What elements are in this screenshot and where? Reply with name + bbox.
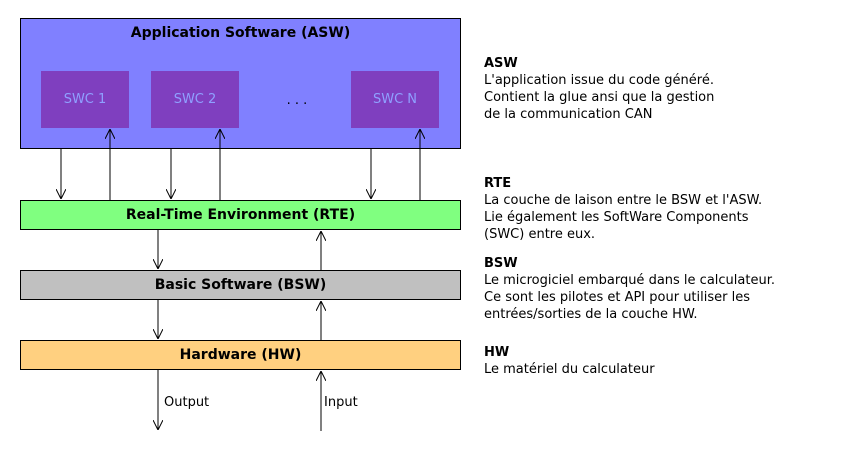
asw-description-line: de la communication CAN <box>484 107 653 122</box>
swc-ellipsis: . . . <box>286 93 308 108</box>
asw-layer-label: Application Software (ASW) <box>130 25 351 41</box>
swc-n-box: SWC N <box>351 71 439 128</box>
bsw-description-line: entrées/sorties de la couche HW. <box>484 307 698 322</box>
bsw-layer-label: Basic Software (BSW) <box>154 277 327 293</box>
bsw-layer: Basic Software (BSW) <box>20 270 461 300</box>
hw-description-title: HW <box>484 345 510 360</box>
bsw-description-title: BSW <box>484 256 518 271</box>
asw-description-line: L'application issue du code généré. <box>484 73 714 88</box>
output-label: Output <box>164 395 210 410</box>
input-label: Input <box>324 395 358 410</box>
rte-layer-label: Real-Time Environment (RTE) <box>125 207 356 223</box>
rte-description: RTE La couche de laison entre le BSW et … <box>484 175 762 243</box>
rte-description-title: RTE <box>484 176 512 191</box>
rte-description-line: La couche de laison entre le BSW et l'AS… <box>484 193 763 208</box>
swc-2-box: SWC 2 <box>151 71 239 128</box>
hw-layer: Hardware (HW) <box>20 340 461 370</box>
hw-description: HW Le matériel du calculateur <box>484 344 655 378</box>
swc-1-box: SWC 1 <box>41 71 129 128</box>
bsw-description-line: Ce sont les pilotes et API pour utiliser… <box>484 290 750 305</box>
rte-layer: Real-Time Environment (RTE) <box>20 200 461 230</box>
asw-description: ASW L'application issue du code généré. … <box>484 55 714 123</box>
bsw-description-line: Le microgiciel embarqué dans le calculat… <box>484 273 775 288</box>
hw-layer-label: Hardware (HW) <box>179 347 302 363</box>
asw-description-title: ASW <box>484 56 518 71</box>
bsw-description: BSW Le microgiciel embarqué dans le calc… <box>484 255 775 323</box>
asw-description-line: Contient la glue ansi que la gestion <box>484 90 715 105</box>
hw-description-line: Le matériel du calculateur <box>484 362 655 377</box>
rte-description-line: (SWC) entre eux. <box>484 227 596 242</box>
rte-description-line: Lie également les SoftWare Components <box>484 210 749 225</box>
